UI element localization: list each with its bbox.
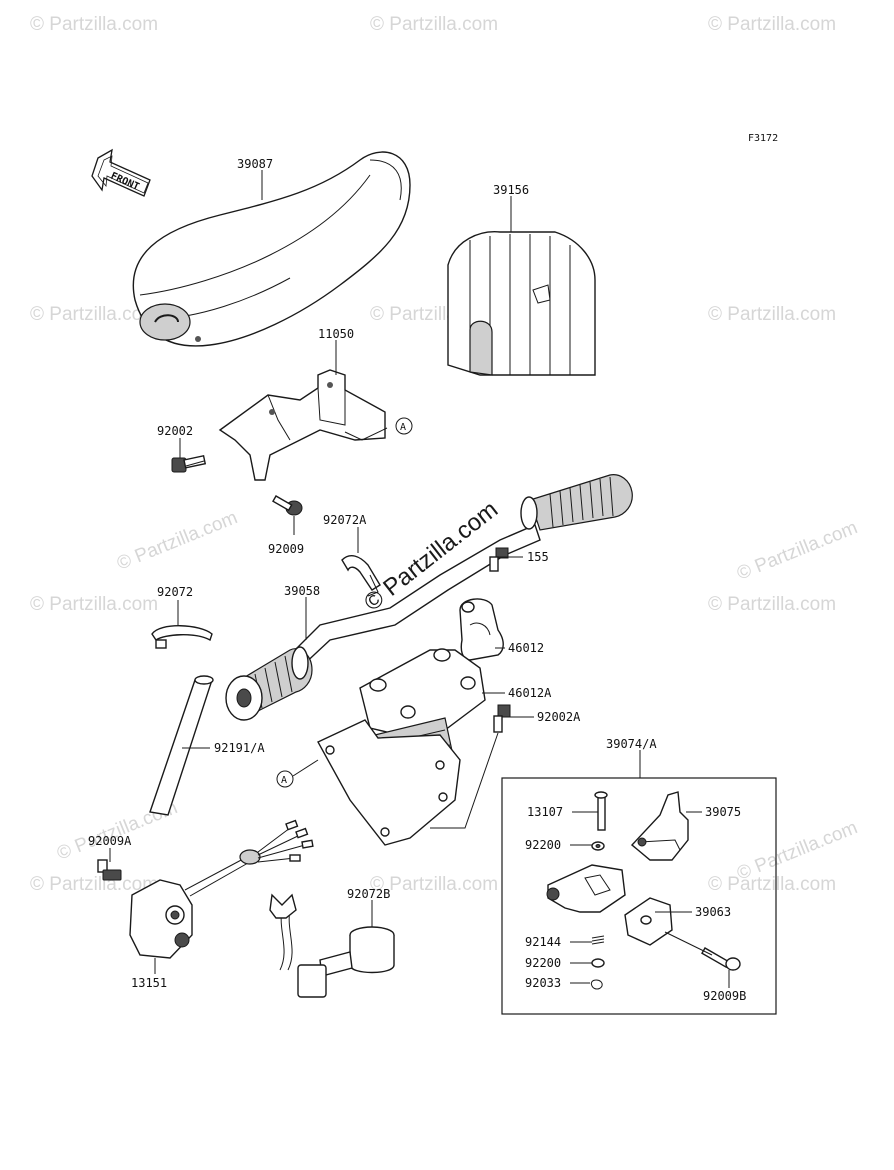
callout-label[interactable]: 92009 — [268, 542, 304, 556]
handlebar-pad-part — [447, 231, 596, 376]
callout-label[interactable]: 92002A — [537, 710, 581, 724]
screw-92009-part — [272, 495, 303, 516]
callout-label[interactable]: 92144 — [525, 935, 561, 949]
watermark: © Partzilla.com — [708, 594, 836, 615]
band-92072b-part — [269, 893, 395, 998]
watermark: © Partzilla.com — [708, 304, 836, 325]
callout-label[interactable]: 46012 — [508, 641, 544, 655]
spring-92144-part — [591, 935, 605, 945]
watermark: © Partzilla.com — [30, 14, 158, 35]
figure-code: F3172 — [748, 133, 778, 144]
reference-marker-label: A — [281, 775, 287, 786]
bracket-part — [218, 369, 386, 481]
callout-label[interactable]: 155 — [527, 550, 549, 564]
watermark: © Partzilla.com — [370, 14, 498, 35]
callout-label[interactable]: 13151 — [131, 976, 167, 990]
washer-92200-part — [591, 841, 605, 851]
bolt-92009b-part — [701, 947, 741, 971]
watermark: © Partzilla.com — [708, 14, 836, 35]
callout-label[interactable]: 92009A — [88, 834, 132, 848]
watermark: © Partzilla.com — [30, 874, 158, 895]
leader-lines — [109, 170, 730, 988]
tube-part — [149, 675, 214, 816]
callout-label[interactable]: 39087 — [237, 157, 273, 171]
clamp-92072a-part — [341, 554, 381, 597]
callout-label[interactable]: 92072 — [157, 585, 193, 599]
pin-13107-part — [594, 791, 608, 831]
callout-label[interactable]: 39063 — [695, 905, 731, 919]
callout-label[interactable]: 92033 — [525, 976, 561, 990]
holder-46012a-part — [317, 648, 486, 846]
callout-label[interactable]: 39058 — [284, 584, 320, 598]
bolt-92002a-part — [493, 704, 511, 733]
callout-label[interactable]: 92200 — [525, 838, 561, 852]
callout-label[interactable]: 39075 — [705, 805, 741, 819]
reference-marker-label: A — [400, 422, 406, 433]
handlebar-part — [225, 474, 633, 721]
reference-marker-lower: A — [276, 770, 294, 788]
watermark: © Partzilla.com — [114, 507, 241, 574]
callout-label[interactable]: 39156 — [493, 183, 529, 197]
watermark: © Partzilla.com — [734, 517, 861, 584]
callout-label[interactable]: 39074/A — [606, 737, 657, 751]
circlip-92033-part — [590, 979, 603, 990]
watermark: © Partzilla.com — [370, 874, 498, 895]
bolt-92002-part — [171, 455, 207, 473]
watermark: © Partzilla.com — [708, 874, 836, 895]
callout-label[interactable]: 92072B — [347, 887, 390, 901]
screw-155-part — [489, 547, 509, 572]
lever-body-part — [546, 864, 626, 913]
callout-label[interactable]: 92200 — [525, 956, 561, 970]
washer-92200-lower-part — [591, 958, 605, 968]
watermark: © Partzilla.com — [30, 594, 158, 615]
watermark: © Partzilla.com — [30, 304, 158, 325]
assembly-box — [501, 777, 777, 1015]
callout-label[interactable]: 92002 — [157, 424, 193, 438]
callout-label[interactable]: 13107 — [527, 805, 563, 819]
callout-label[interactable]: 46012A — [508, 686, 552, 700]
clamp-92072-part — [151, 625, 213, 649]
bracket-39075-part — [630, 791, 689, 861]
handlebar-cover-part — [132, 151, 411, 347]
callout-label[interactable]: 11050 — [318, 327, 354, 341]
reference-marker-upper: A — [395, 417, 413, 435]
cover-39063-part — [624, 897, 673, 946]
callout-label[interactable]: 92072A — [323, 513, 367, 527]
callout-labels: 39087 39156 11050 92002 92009 92072A 155… — [88, 157, 746, 1003]
front-arrow-icon: FRONT — [91, 148, 151, 197]
callout-label[interactable]: 92009B — [703, 989, 746, 1003]
callout-label[interactable]: 92191/A — [214, 741, 265, 755]
screw-92009a-part — [97, 859, 122, 881]
switch-part — [129, 819, 314, 959]
holder-46012-part — [459, 598, 504, 661]
